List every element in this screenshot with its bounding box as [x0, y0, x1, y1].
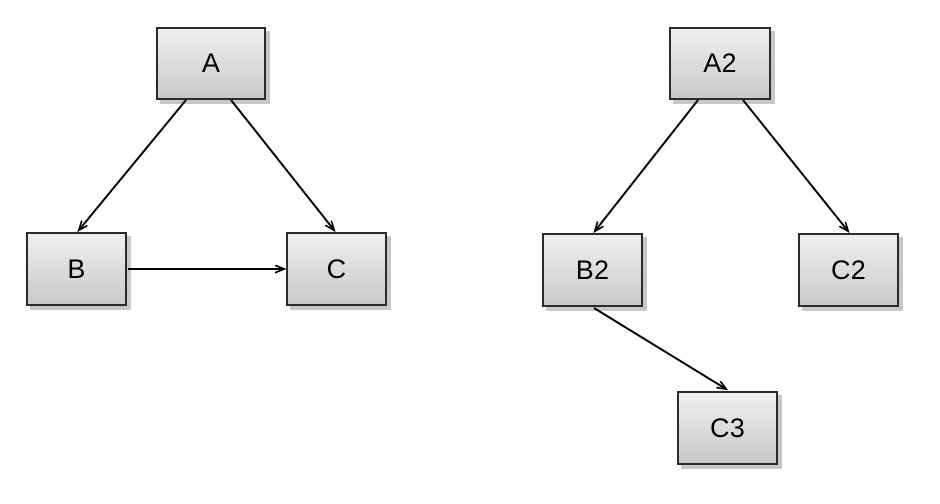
node-label-b2: B2	[575, 254, 610, 285]
node-c2[interactable]: C2	[798, 233, 899, 307]
node-label-c2: C2	[831, 254, 866, 285]
node-label-c3: C3	[710, 412, 745, 443]
node-c[interactable]: C	[286, 232, 387, 306]
edge-a-to-b	[79, 99, 187, 230]
node-b2[interactable]: B2	[542, 233, 643, 307]
node-a2[interactable]: A2	[669, 27, 771, 100]
node-b[interactable]: B	[26, 232, 127, 306]
node-label-c: C	[326, 253, 347, 284]
edge-a2-to-c2	[742, 99, 848, 231]
edge-a2-to-b2	[595, 99, 699, 231]
node-label-b: B	[67, 253, 86, 284]
edge-a-to-c	[230, 99, 334, 230]
edges-group	[79, 99, 848, 389]
node-label-a: A	[201, 48, 221, 78]
node-c3[interactable]: C3	[677, 391, 778, 465]
node-label-a2: A2	[703, 48, 737, 78]
node-a[interactable]: A	[156, 27, 266, 100]
edge-b2-to-c3	[593, 307, 726, 389]
